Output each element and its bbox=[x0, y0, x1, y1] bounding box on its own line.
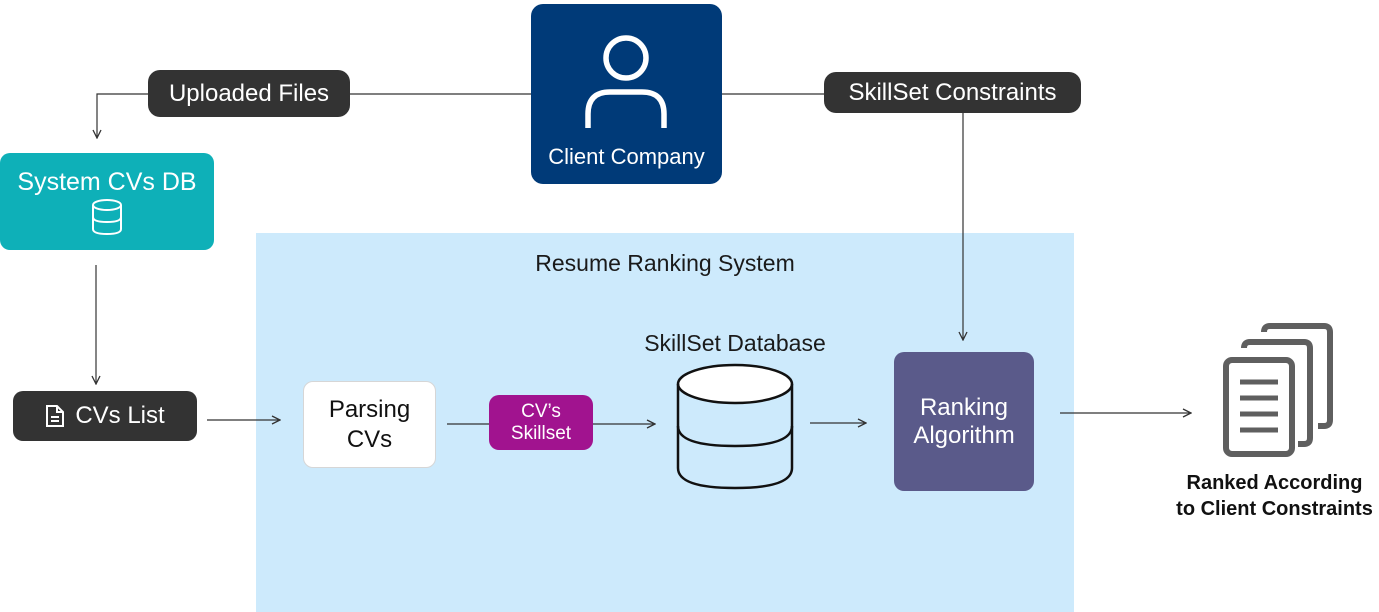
document-icon bbox=[46, 405, 65, 427]
ranked-output-label: Ranked According to Client Constraints bbox=[1170, 470, 1379, 522]
cvs-list-label: CVs List bbox=[75, 402, 165, 429]
user-icon bbox=[585, 35, 667, 128]
skillset-constraints-label: SkillSet Constraints bbox=[848, 78, 1057, 106]
ranked-output-line1: Ranked According bbox=[1186, 472, 1363, 494]
skillset-database-icon bbox=[676, 363, 794, 490]
stacked-documents-icon bbox=[1223, 323, 1333, 457]
resume-ranking-system-title: Resume Ranking System bbox=[535, 250, 795, 276]
ranking-algorithm-box: Ranking Algorithm bbox=[894, 352, 1034, 491]
ranked-output-line2: to Client Constraints bbox=[1176, 498, 1373, 520]
ranking-line2: Algorithm bbox=[913, 421, 1015, 449]
parsing-cvs-box: Parsing CVs bbox=[303, 381, 436, 468]
skillset-database-label: SkillSet Database bbox=[644, 330, 826, 356]
arrow-uploaded-to-cvdb bbox=[97, 93, 148, 138]
cv-skillset-line1: CV’s bbox=[521, 400, 561, 422]
parsing-line1: Parsing bbox=[328, 395, 411, 423]
cv-skillset-pill: CV’s Skillset bbox=[489, 395, 593, 450]
parsing-line2: CVs bbox=[346, 425, 393, 453]
database-icon bbox=[92, 199, 122, 236]
uploaded-files-label: Uploaded Files bbox=[168, 79, 330, 107]
skillset-constraints-pill: SkillSet Constraints bbox=[824, 72, 1081, 113]
cvs-list-pill: CVs List bbox=[13, 391, 197, 441]
system-cvs-db-label: System CVs DB bbox=[17, 168, 197, 196]
client-company-label: Client Company bbox=[548, 144, 705, 169]
uploaded-files-pill: Uploaded Files bbox=[148, 70, 350, 117]
cv-skillset-line2: Skillset bbox=[510, 422, 572, 444]
ranking-line1: Ranking bbox=[919, 393, 1009, 421]
